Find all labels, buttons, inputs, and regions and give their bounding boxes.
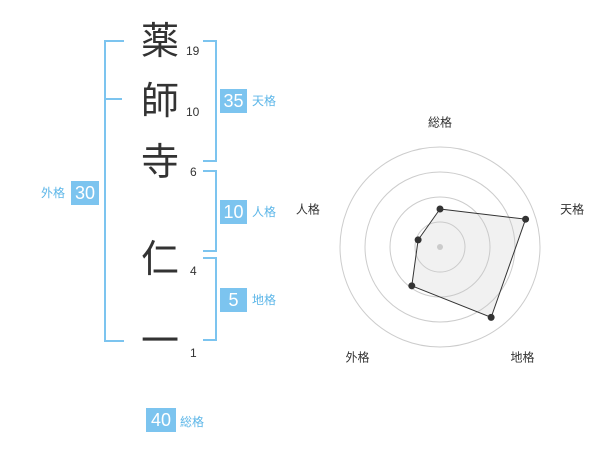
jinkaku-label: 人格 [252, 205, 277, 219]
radar-axis-label-3: 地格 [511, 350, 535, 365]
stroke-count-4: 4 [190, 264, 197, 278]
name-char-1: 薬 [141, 19, 180, 63]
radar-point-5 [414, 236, 422, 244]
radar-point-2 [522, 215, 530, 223]
radar-point-1 [436, 205, 444, 213]
stroke-count-3: 6 [190, 165, 197, 179]
name-char-3: 寺 [141, 140, 180, 184]
gaikaku-label: 外格 [41, 186, 66, 200]
soukaku-label: 総格 [180, 415, 205, 429]
radar-ring [364, 171, 516, 323]
jinkaku-bracket [203, 170, 217, 252]
radar-axis-label-5: 人格 [296, 201, 320, 216]
radar-axis-label-2: 天格 [560, 201, 584, 216]
name-char-5: 一 [141, 319, 180, 363]
jinkaku-value: 10 [220, 200, 247, 224]
stroke-count-1: 19 [186, 44, 200, 58]
radar-center-dot [437, 244, 443, 250]
chikaku-label: 地格 [252, 293, 277, 307]
radar-axis-label-4: 外格 [345, 350, 369, 365]
chikaku-value: 5 [220, 288, 247, 312]
chikaku-bracket [203, 257, 217, 341]
stroke-count-2: 10 [186, 105, 200, 119]
radar-point-4 [408, 282, 416, 290]
gaikaku-bracket-tick [104, 98, 122, 100]
radar-ring [414, 221, 466, 273]
soukaku-value: 40 [146, 408, 176, 432]
radar-ring [339, 146, 541, 348]
gaikaku-bracket [104, 40, 124, 342]
radar-axis-label-1: 総格 [428, 115, 452, 130]
stroke-count-5: 1 [190, 346, 197, 360]
tenkaku-bracket [203, 40, 217, 162]
radar-polygon [411, 208, 527, 319]
name-char-4: 仁 [141, 237, 180, 281]
name-char-2: 師 [141, 79, 180, 123]
gaikaku-value: 30 [71, 181, 99, 205]
tenkaku-label: 天格 [252, 94, 277, 108]
tenkaku-value: 35 [220, 89, 247, 113]
radar-point-3 [487, 313, 495, 321]
